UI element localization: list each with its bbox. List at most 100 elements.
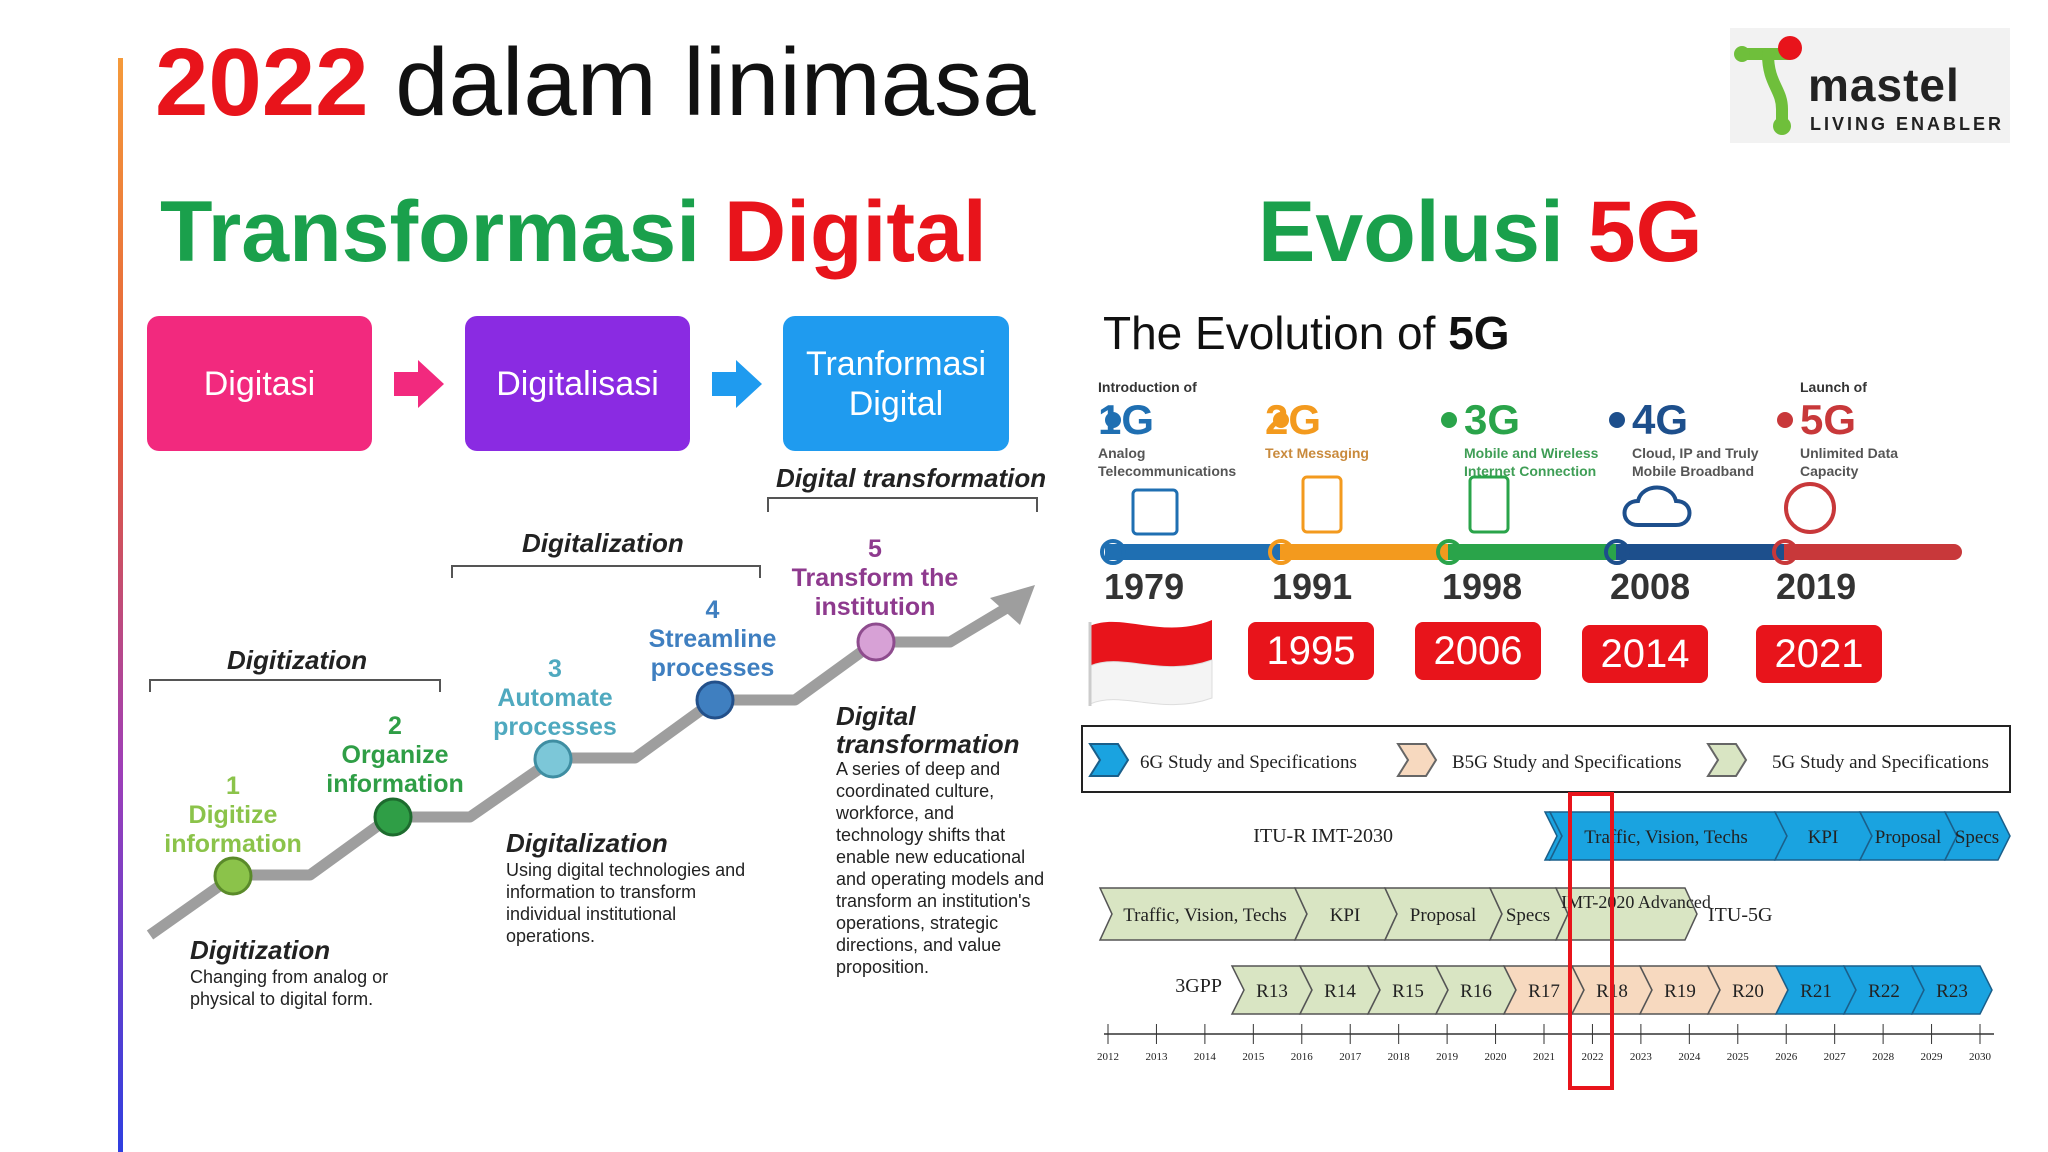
axis-year-label: 2015 bbox=[1242, 1051, 1265, 1063]
logo-wordmark: mastel bbox=[1808, 59, 1960, 111]
timeline-axis: 2012 2013 2014 2015 2016 2017 2018 2019 2020 2021… bbox=[1097, 1024, 1992, 1063]
axis-year-label: 2014 bbox=[1194, 1051, 1217, 1063]
3gpp-release-label: R15 bbox=[1392, 981, 1424, 1002]
arrow-right-icon bbox=[712, 360, 762, 408]
logo-tagline: LIVING ENABLER bbox=[1810, 114, 2005, 134]
indonesia-flag-icon bbox=[1088, 620, 1213, 706]
axis-year-label: 2028 bbox=[1872, 1051, 1895, 1063]
axis-year-label: 2019 bbox=[1436, 1051, 1459, 1063]
highlight-2022 bbox=[1568, 792, 1614, 1090]
3gpp-release-label: R22 bbox=[1868, 981, 1900, 1002]
year-3g: 1998 bbox=[1442, 566, 1523, 607]
left-section-title: Transformasi Digital bbox=[160, 182, 987, 282]
indonesia-year-1995: 1995 bbox=[1248, 622, 1374, 680]
evolution-graphic-title: The Evolution of 5G bbox=[1103, 307, 1510, 359]
itu-5g-item: Specs bbox=[1506, 905, 1550, 926]
year-2g: 1991 bbox=[1272, 566, 1353, 607]
3gpp-release-label: R20 bbox=[1732, 981, 1764, 1002]
legend-6g: 6G Study and Specifications bbox=[1140, 752, 1357, 773]
3gpp-release-chevron bbox=[1910, 965, 1993, 1015]
3gpp-release-label: R16 bbox=[1460, 981, 1492, 1002]
timeline-segment-3g bbox=[1448, 544, 1618, 560]
axis-year-label: 2030 bbox=[1969, 1051, 1992, 1063]
row-label-3gpp: 3GPP bbox=[1175, 975, 1222, 997]
box-transformasi-digital: Tranformasi Digital bbox=[783, 316, 1009, 451]
digital-stair-diagram bbox=[146, 497, 1038, 940]
right-title-a: Evolusi bbox=[1258, 184, 1588, 280]
title-year: 2022 bbox=[155, 29, 369, 136]
year-4g: 2008 bbox=[1610, 566, 1691, 607]
axis-year-label: 2026 bbox=[1775, 1051, 1798, 1063]
legend-5g: 5G Study and Specifications bbox=[1772, 752, 1989, 773]
timeline-segment-5g bbox=[1784, 544, 1962, 560]
page-title: 2022 dalam linimasa bbox=[155, 28, 1036, 138]
axis-year-label: 2013 bbox=[1145, 1051, 1168, 1063]
itu-5g-item: KPI bbox=[1330, 905, 1361, 926]
axis-year-label: 2024 bbox=[1678, 1051, 1701, 1063]
timeline-segment-4g bbox=[1616, 544, 1786, 560]
axis-year-label: 2023 bbox=[1630, 1051, 1653, 1063]
3gpp-release-label: R21 bbox=[1800, 981, 1832, 1002]
3gpp-release-label: R14 bbox=[1324, 981, 1356, 1002]
standards-roadmap-diagram: 6G Study and Specifications B5G Study an… bbox=[1081, 725, 2011, 1090]
itu-5g-item: IMT-2020 Advanced bbox=[1561, 892, 1711, 912]
indonesia-year-2006: 2006 bbox=[1415, 622, 1541, 680]
box-digitasi: Digitasi bbox=[147, 316, 372, 451]
itu-r-item: KPI bbox=[1808, 827, 1839, 848]
3gpp-release-label: R13 bbox=[1256, 981, 1288, 1002]
timeline-segment-1g bbox=[1105, 544, 1283, 560]
accent-bar bbox=[118, 58, 123, 1152]
axis-year-label: 2018 bbox=[1388, 1051, 1411, 1063]
axis-year-label: 2021 bbox=[1533, 1051, 1555, 1063]
def-digitization: Digitization Changing from analog or phy… bbox=[190, 935, 389, 1009]
axis-year-label: 2020 bbox=[1485, 1051, 1508, 1063]
bracket-label-digital-transformation: Digital transformation bbox=[776, 463, 1047, 493]
itu-5g-item: Proposal bbox=[1410, 905, 1477, 926]
bracket-label-digitization: Digitization bbox=[227, 645, 368, 675]
arrow-right-icon bbox=[394, 360, 444, 408]
axis-year-label: 2016 bbox=[1291, 1051, 1314, 1063]
generation-markers bbox=[1100, 412, 1836, 565]
axis-year-label: 2017 bbox=[1339, 1051, 1362, 1063]
left-title-b: Digital bbox=[724, 184, 987, 280]
timeline-segment-2g bbox=[1280, 544, 1450, 560]
3gpp-release-label: R17 bbox=[1528, 981, 1560, 1002]
box-digitalisasi: Digitalisasi bbox=[465, 316, 690, 451]
3gpp-release-label: R19 bbox=[1664, 981, 1696, 1002]
gen-5g: Launch of 5G Unlimited Data Capacity bbox=[1800, 379, 1899, 479]
legend-b5g: B5G Study and Specifications bbox=[1452, 752, 1682, 773]
bracket-label-digitalization: Digitalization bbox=[522, 528, 684, 558]
right-title-b: 5G bbox=[1587, 184, 1703, 280]
axis-year-label: 2029 bbox=[1921, 1051, 1944, 1063]
3gpp-release-label: R23 bbox=[1936, 981, 1968, 1002]
gen-1g: Introduction of 1G Analog Telecommunicat… bbox=[1098, 379, 1237, 479]
gen-4g: 4G Cloud, IP and Truly Mobile Broadband bbox=[1632, 396, 1759, 479]
indonesia-year-2021: 2021 bbox=[1756, 625, 1882, 683]
year-1g: 1979 bbox=[1104, 566, 1185, 607]
indonesia-year-2014: 2014 bbox=[1582, 625, 1708, 683]
itu-r-item: Traffic, Vision, Techs bbox=[1584, 827, 1748, 848]
itu-r-item: Proposal bbox=[1875, 827, 1942, 848]
itu-r-item: Specs bbox=[1955, 827, 1999, 848]
axis-year-label: 2025 bbox=[1727, 1051, 1750, 1063]
right-section-title: Evolusi 5G bbox=[1258, 182, 1703, 282]
mastel-logo-mark bbox=[1734, 36, 1802, 135]
left-title-a: Transformasi bbox=[160, 184, 724, 280]
year-5g: 2019 bbox=[1776, 566, 1857, 607]
axis-year-label: 2027 bbox=[1824, 1051, 1847, 1063]
axis-year-label: 2022 bbox=[1581, 1051, 1603, 1063]
def-digital-transformation: Digital transformation A series of deep … bbox=[836, 701, 1045, 977]
itu-5g-item: Traffic, Vision, Techs bbox=[1123, 905, 1287, 926]
title-rest: dalam linimasa bbox=[368, 29, 1036, 136]
def-digitalization: Digitalization Using digital technologie… bbox=[506, 828, 746, 946]
row-label-itu-r: ITU-R IMT-2030 bbox=[1253, 825, 1393, 847]
row-label-itu-5g: ITU-5G bbox=[1708, 904, 1772, 926]
axis-year-label: 2012 bbox=[1097, 1051, 1119, 1063]
gen-3g: 3G Mobile and Wireless Internet Connecti… bbox=[1464, 396, 1599, 479]
